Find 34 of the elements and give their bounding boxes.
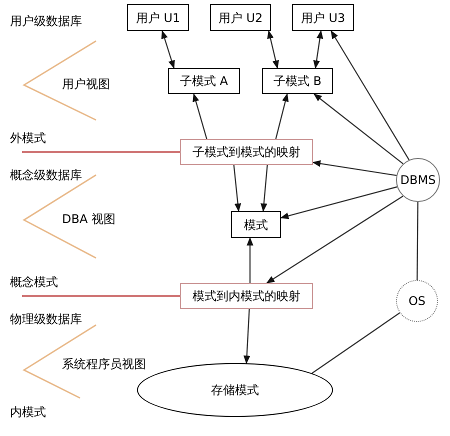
arrow (192, 93, 208, 140)
subschema-box: 子模式 A (168, 68, 240, 94)
arrow (267, 30, 279, 69)
arrow (313, 93, 404, 164)
schema-box: 模式 (231, 211, 281, 238)
arrow (330, 30, 410, 160)
arrow (243, 308, 250, 364)
arrow (260, 164, 268, 212)
level-label: 用户视图 (62, 76, 110, 93)
mapping-box: 子模式到模式的映射 (180, 139, 313, 165)
connector-line (22, 295, 180, 297)
connector-line (416, 202, 418, 280)
arrow (280, 186, 398, 220)
mapping-box: 模式到内模式的映射 (180, 283, 313, 309)
user-box: 用户 U3 (292, 4, 354, 31)
subschema-box: 子模式 B (262, 68, 333, 94)
arrow (233, 164, 242, 212)
connector-line (312, 312, 400, 374)
arrow (275, 93, 289, 140)
level-label: 概念模式 (10, 273, 68, 296)
level-label: 外模式 (10, 129, 56, 152)
level-label: DBA 视图 (62, 211, 116, 228)
level-label: 物理级数据库 (10, 311, 82, 328)
arrow (266, 196, 404, 284)
arrow (246, 237, 254, 283)
user-box: 用户 U1 (127, 4, 189, 31)
level-label: 概念级数据库 (10, 167, 82, 184)
user-box: 用户 U2 (210, 4, 271, 31)
arrow (161, 30, 175, 69)
connector-line (22, 151, 180, 153)
level-label: 内模式 (10, 404, 46, 421)
arrow (312, 160, 397, 176)
level-label: 用户级数据库 (10, 13, 82, 30)
arrow (313, 30, 324, 69)
